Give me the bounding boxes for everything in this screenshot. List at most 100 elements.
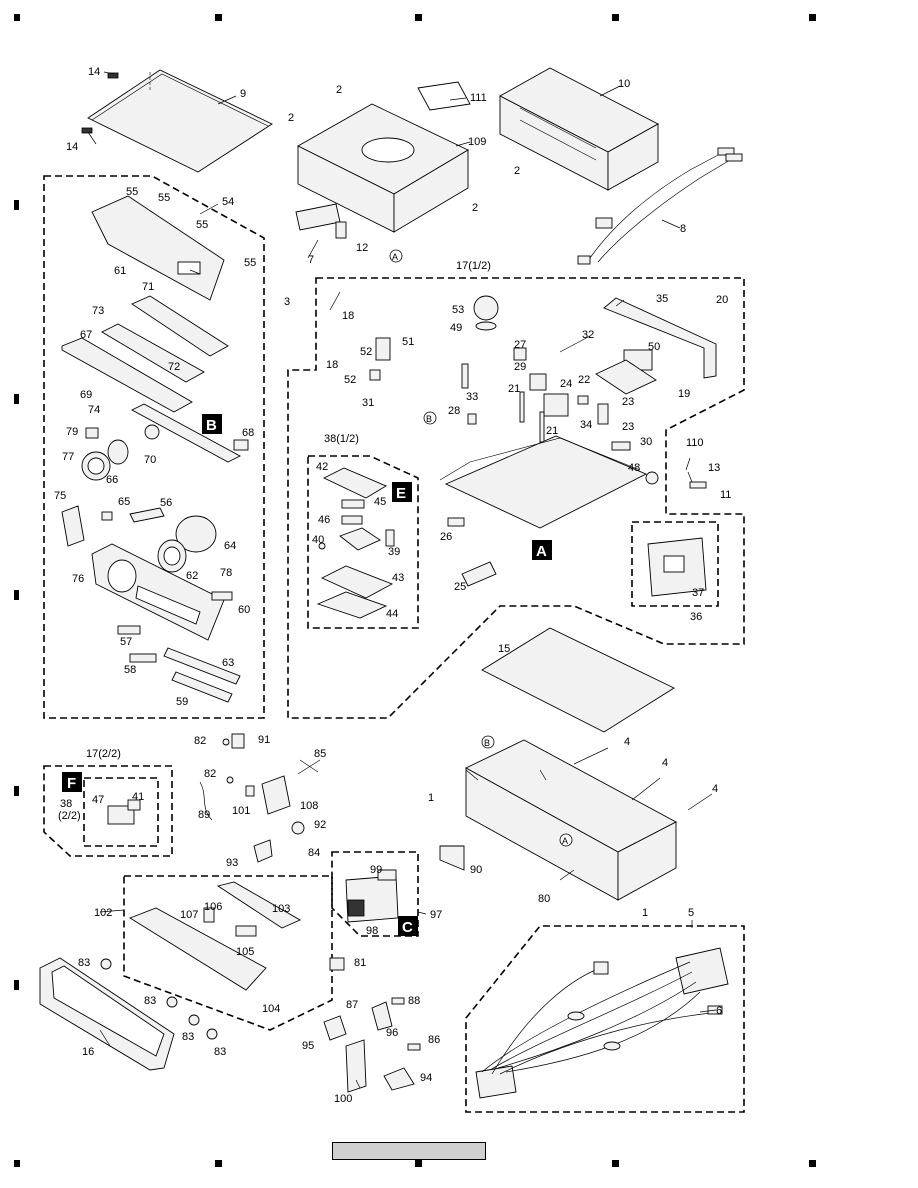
- part-102-front-unit: [128, 881, 345, 991]
- label-p8: 8: [680, 223, 686, 235]
- label-p14: 14: [88, 66, 100, 78]
- label-p67: 67: [80, 329, 92, 341]
- registration-marks: [14, 14, 816, 1167]
- label-p15: 15: [498, 643, 510, 655]
- part-80-rear-chassis: [465, 739, 677, 901]
- circle-ref-b-mid-label: B: [426, 414, 432, 424]
- label-p35: 35: [656, 293, 668, 305]
- label-p54: 54: [222, 196, 234, 208]
- label-p46: 46: [318, 514, 330, 526]
- label-p19: 19: [678, 388, 690, 400]
- label-p34: 34: [580, 419, 592, 431]
- label-p20: 20: [716, 294, 728, 306]
- label-p83c: 83: [182, 1031, 194, 1043]
- label-p13: 13: [708, 462, 720, 474]
- label-p59: 59: [176, 696, 188, 708]
- label-p1b: 1: [642, 907, 648, 919]
- part-109-mechanism: [295, 81, 471, 239]
- label-p71: 71: [142, 281, 154, 293]
- label-p82a: 82: [194, 735, 206, 747]
- label-p26: 26: [440, 531, 452, 543]
- badge-e-label: E: [396, 485, 406, 502]
- footer-bar: [332, 1142, 486, 1160]
- part-54-front-chassis: [91, 195, 225, 301]
- main-pcb-board: [439, 435, 648, 529]
- label-p78: 78: [220, 567, 232, 579]
- label-p83b: 83: [144, 995, 156, 1007]
- part-10-chassis-cage: [499, 67, 659, 191]
- label-p57: 57: [120, 636, 132, 648]
- badge-a: A: [532, 540, 552, 560]
- label-p2d: 2: [472, 202, 478, 214]
- label-p61: 61: [114, 265, 126, 277]
- label-p106: 106: [204, 901, 222, 913]
- label-p90: 90: [470, 864, 482, 876]
- part-15-sheet: [481, 627, 675, 733]
- label-p36: 36: [690, 611, 702, 623]
- label-p38b: 38: [60, 798, 72, 810]
- label-p98: 98: [366, 925, 378, 937]
- section-e-parts: [316, 467, 395, 619]
- section-17-boundary: [287, 277, 745, 719]
- section-17b-boundary: [43, 765, 173, 857]
- part-number-labels: 14 14 9 2 2 111 10 109 2 2 8 12 7 17(1/2…: [54, 66, 731, 1105]
- part-71-lens-frames: [61, 295, 229, 413]
- label-p86: 86: [428, 1034, 440, 1046]
- section-36-boundary: [631, 521, 719, 607]
- label-p21a: 21: [508, 383, 520, 395]
- pcb-components: [369, 295, 659, 485]
- label-p33: 33: [466, 391, 478, 403]
- part-37-board: [647, 537, 707, 597]
- label-p42: 42: [316, 461, 328, 473]
- label-p23a: 23: [622, 396, 634, 408]
- label-p66: 66: [106, 474, 118, 486]
- badge-e: E: [392, 482, 412, 502]
- label-p56: 56: [160, 497, 172, 509]
- label-p51: 51: [402, 336, 414, 348]
- label-p55d: 55: [244, 257, 256, 269]
- circle-ref-a-low-label: A: [562, 836, 568, 846]
- label-p91: 91: [258, 734, 270, 746]
- label-p85: 85: [314, 748, 326, 760]
- label-p1a: 1: [428, 792, 434, 804]
- label-p48: 48: [628, 462, 640, 474]
- section-c-boundary: [331, 851, 419, 937]
- label-p52b: 52: [344, 374, 356, 386]
- label-p41: 41: [132, 791, 144, 803]
- label-p99: 99: [370, 864, 382, 876]
- label-p68: 68: [242, 427, 254, 439]
- badge-b: B: [202, 414, 222, 434]
- label-p102: 102: [94, 907, 112, 919]
- leader-lines: [87, 71, 717, 1089]
- label-p70: 70: [144, 454, 156, 466]
- part-25-26-connectors: [447, 517, 497, 587]
- label-p77: 77: [62, 451, 74, 463]
- label-p2b: 2: [288, 112, 294, 124]
- label-p53: 53: [452, 304, 464, 316]
- part-35-bracket: [603, 297, 717, 379]
- circle-ref-a-top-label: A: [392, 252, 398, 262]
- label-p30: 30: [640, 436, 652, 448]
- part-16-bezel: [39, 957, 175, 1071]
- label-p96: 96: [386, 1027, 398, 1039]
- label-p109: 109: [468, 136, 486, 148]
- part-76-front-panel: [91, 543, 241, 703]
- screws-83: [100, 958, 218, 1040]
- label-p80: 80: [538, 893, 550, 905]
- label-p87: 87: [346, 999, 358, 1011]
- label-p44: 44: [386, 608, 398, 620]
- circle-ref-b-low: B: [481, 735, 495, 749]
- label-p47: 47: [92, 794, 104, 806]
- label-p4b: 4: [662, 757, 668, 769]
- label-p69: 69: [80, 389, 92, 401]
- label-p28: 28: [448, 405, 460, 417]
- label-p82b: 82: [204, 768, 216, 780]
- label-p108: 108: [300, 800, 318, 812]
- part-13-part: [689, 481, 707, 489]
- circle-ref-b-mid: B: [423, 411, 437, 425]
- label-p37: 37: [692, 587, 704, 599]
- label-p60: 60: [238, 604, 250, 616]
- section-b-boundary: [43, 175, 265, 719]
- label-p83d: 83: [214, 1046, 226, 1058]
